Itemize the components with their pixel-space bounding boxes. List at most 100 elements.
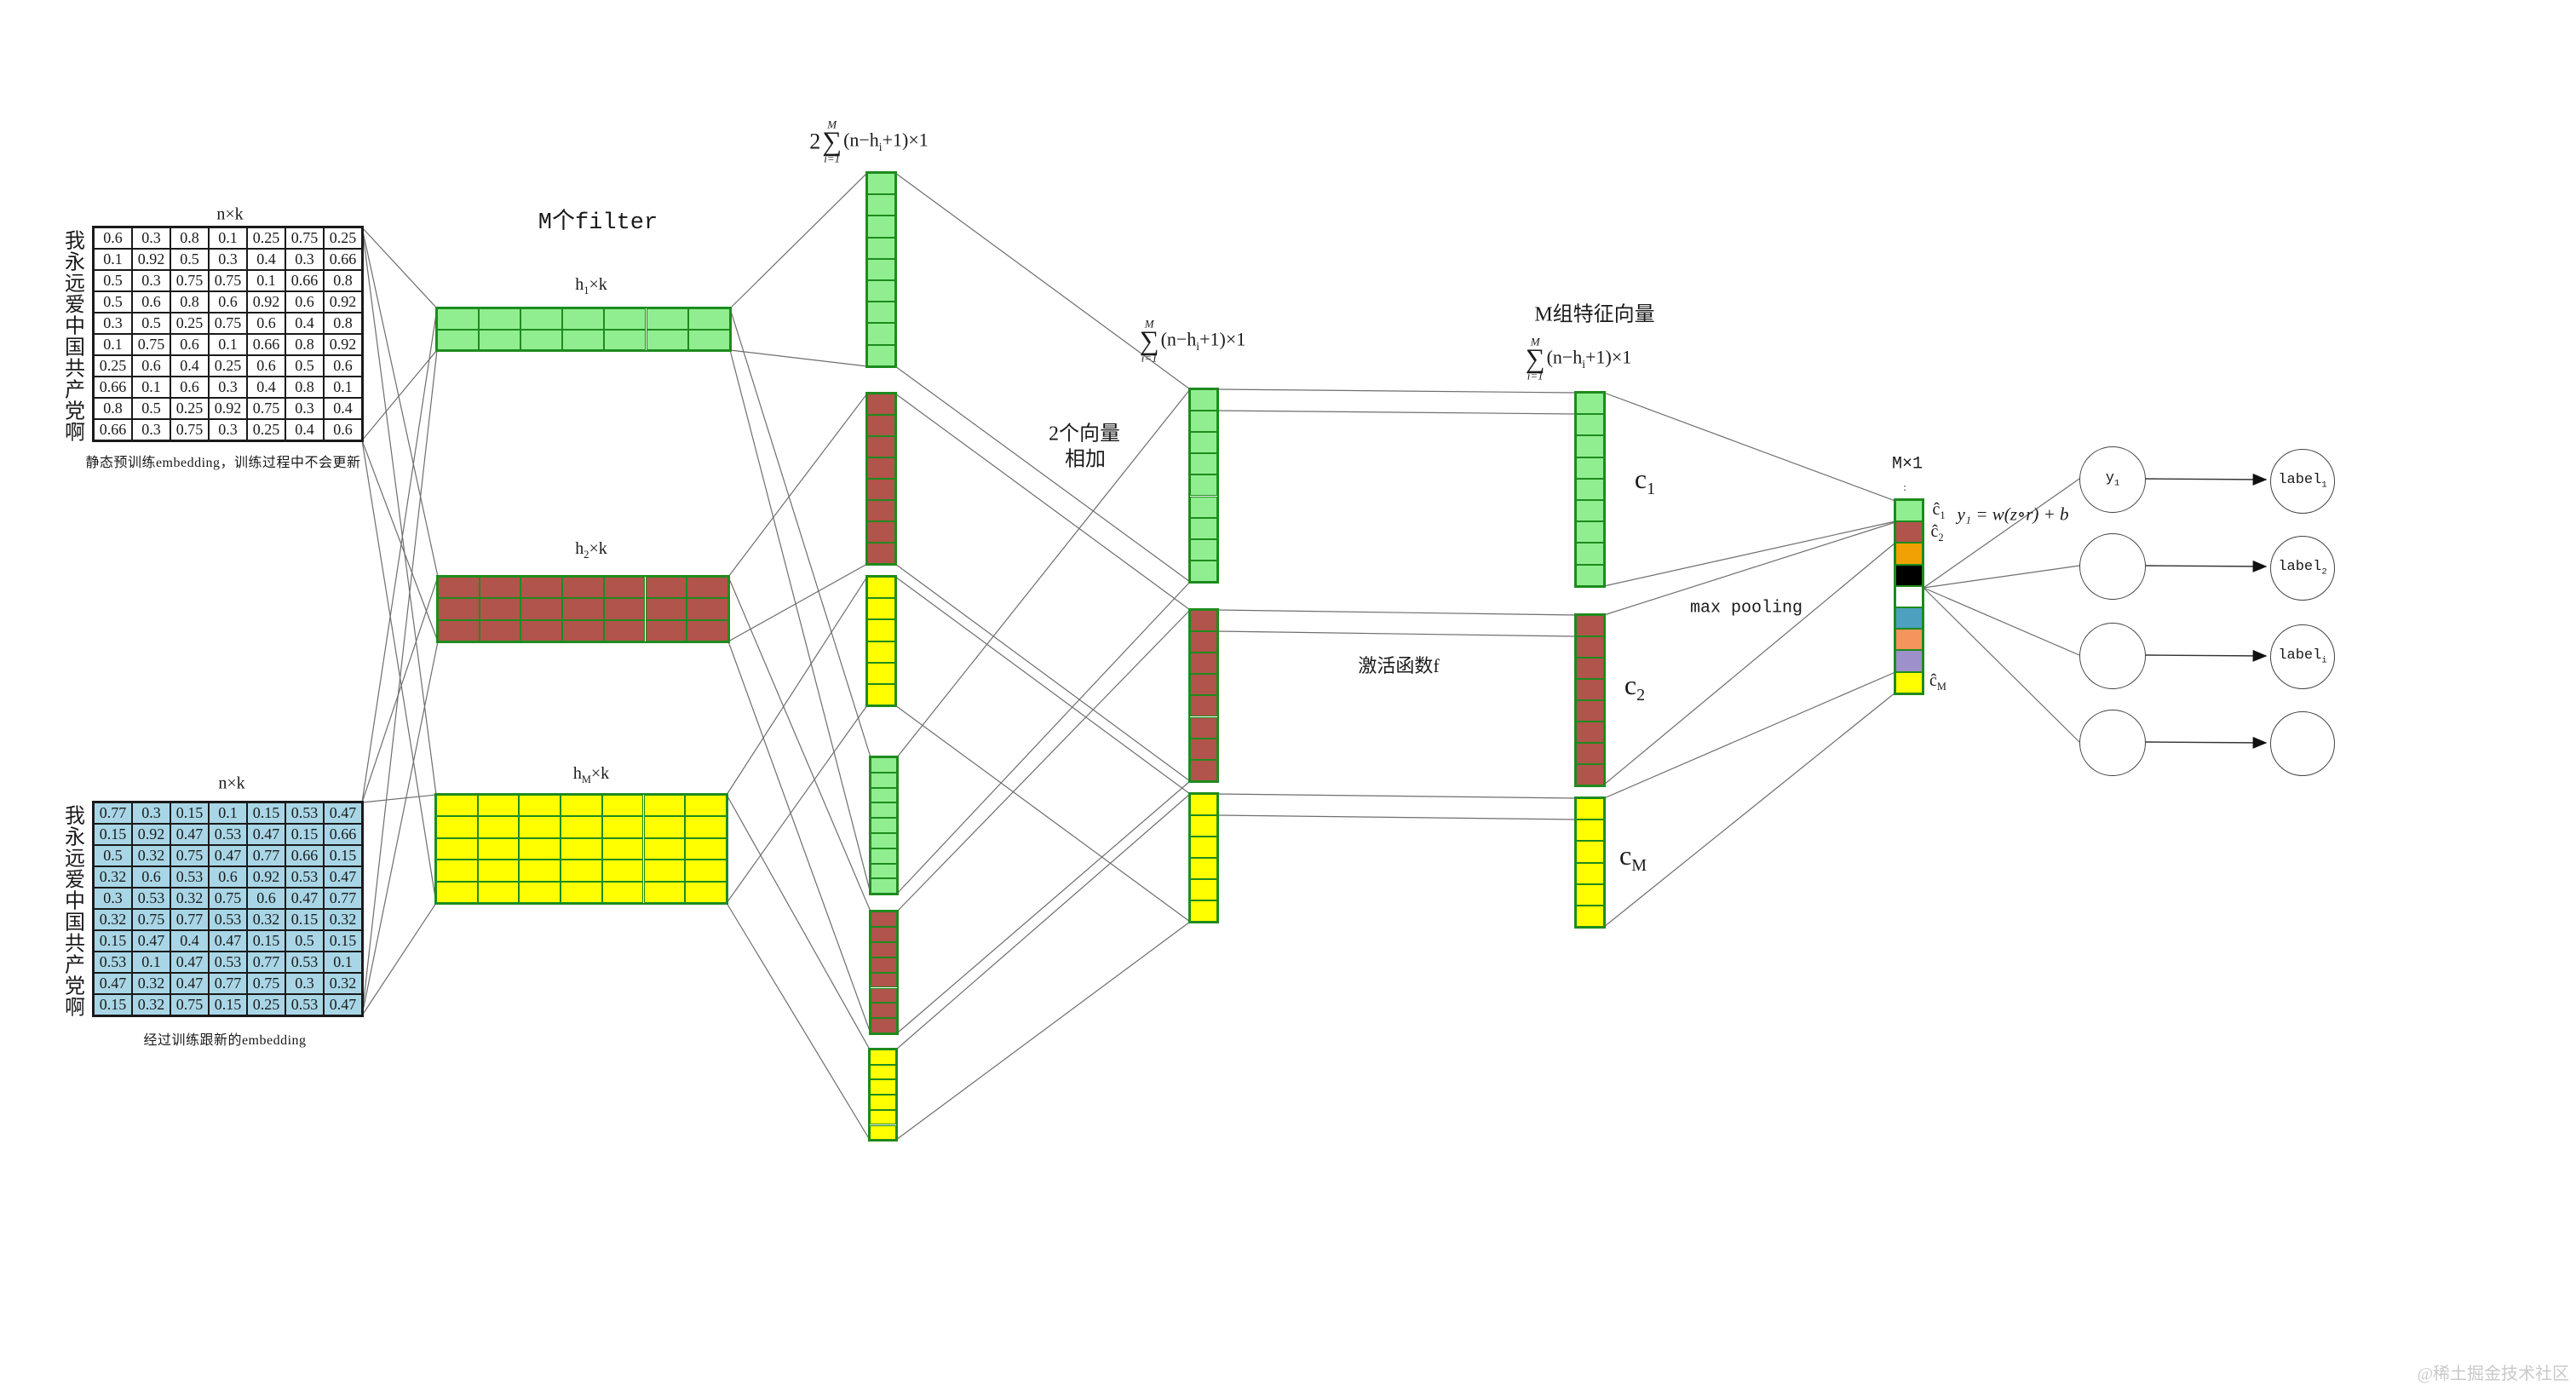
vector-cell bbox=[479, 308, 521, 330]
vector-cell bbox=[1576, 564, 1604, 586]
vector-cell bbox=[867, 258, 895, 280]
matrix-cell: 0.4 bbox=[285, 313, 324, 334]
vector-cell bbox=[867, 194, 895, 216]
matrix-cell: 0.75 bbox=[209, 313, 247, 334]
matrix-cell: 0.53 bbox=[285, 802, 324, 824]
vector-cell bbox=[871, 757, 897, 773]
vector-cell bbox=[436, 816, 478, 838]
matrix-cell: 0.25 bbox=[170, 398, 209, 419]
vector-cell bbox=[561, 837, 602, 860]
filter2-label: h2×k bbox=[575, 539, 607, 561]
feature-maps-dim-label: 2 M∑i=1 (n−hi+1)×1 bbox=[809, 118, 929, 165]
matrix-cell: 0.47 bbox=[209, 930, 247, 952]
matrix-cell: 0.25 bbox=[247, 227, 285, 249]
matrix-cell: 0.4 bbox=[170, 355, 209, 377]
trained-matrix-dim-label: n×k bbox=[218, 774, 245, 793]
vector-cell bbox=[1190, 674, 1217, 696]
vector-cell bbox=[438, 577, 480, 599]
vector-cell bbox=[1190, 560, 1217, 582]
matrix-cell: 0.66 bbox=[285, 270, 324, 291]
output-formula: y₁ = w(z∘r) + b bbox=[1957, 503, 2069, 525]
vector-cell bbox=[867, 457, 895, 479]
vector-cell bbox=[1190, 389, 1217, 411]
matrix-cell: 0.66 bbox=[285, 845, 324, 866]
vector-cell bbox=[1190, 538, 1217, 561]
matrix-cell: 0.47 bbox=[170, 952, 209, 973]
vector-cell bbox=[643, 795, 686, 817]
row-label: 产 bbox=[65, 954, 85, 976]
vector-cell bbox=[479, 598, 521, 620]
matrix-cell: 0.1 bbox=[209, 334, 247, 355]
output-node-4 bbox=[2079, 710, 2146, 776]
vector-cell bbox=[1190, 815, 1217, 837]
matrix-cell: 0.15 bbox=[209, 994, 247, 1015]
vector-cell bbox=[1895, 543, 1923, 565]
matrix-cell: 0.32 bbox=[132, 994, 170, 1015]
matrix-cell: 0.66 bbox=[324, 249, 362, 270]
matrix-cell: 0.8 bbox=[285, 377, 324, 398]
vector-cell bbox=[520, 308, 563, 330]
matrix-cell: 0.53 bbox=[285, 866, 324, 888]
row-label: 远 bbox=[65, 848, 85, 870]
vector-cell bbox=[1576, 414, 1604, 436]
vector-cell bbox=[645, 619, 687, 641]
vector-cell bbox=[1576, 615, 1604, 636]
row-label: 中 bbox=[65, 890, 85, 912]
vector-cell bbox=[520, 577, 563, 599]
matrix-cell: 0.15 bbox=[285, 824, 324, 845]
matrix-cell: 0.4 bbox=[285, 419, 324, 440]
vector-cell bbox=[477, 881, 520, 903]
vector-cell bbox=[871, 772, 897, 788]
cM-label: cM bbox=[1619, 839, 1647, 876]
output-node-y1: y1 bbox=[2079, 446, 2146, 513]
matrix-cell: 0.5 bbox=[132, 313, 170, 334]
vector-cell bbox=[871, 912, 897, 927]
vector-cell bbox=[867, 394, 895, 415]
matrix-cell: 0.92 bbox=[247, 866, 285, 888]
vector-cell bbox=[438, 598, 480, 620]
vector-cell bbox=[601, 795, 644, 817]
feature-vector-c1 bbox=[1574, 391, 1606, 588]
vector-cell bbox=[437, 308, 480, 330]
activation-label: 激活函数f bbox=[1358, 655, 1440, 676]
vector-cell bbox=[643, 860, 686, 882]
trained-matrix-caption: 经过训练跟新的embedding bbox=[143, 1033, 307, 1048]
vector-cell bbox=[645, 577, 687, 599]
feature-vector-cM bbox=[1574, 797, 1606, 929]
filter-h2 bbox=[436, 575, 730, 643]
matrix-cell: 0.6 bbox=[132, 355, 170, 377]
feature-map-1-green bbox=[865, 171, 897, 368]
matrix-cell: 0.53 bbox=[285, 952, 324, 973]
matrix-cell: 0.32 bbox=[132, 845, 170, 866]
vector-cell bbox=[871, 787, 897, 803]
vector-cell bbox=[867, 302, 895, 324]
matrix-cell: 0.47 bbox=[94, 973, 132, 994]
matrix-cell: 0.75 bbox=[170, 270, 209, 291]
matrix-cell: 0.3 bbox=[285, 249, 324, 270]
summed-vector-green bbox=[1188, 388, 1219, 584]
matrix-cell: 0.1 bbox=[324, 952, 362, 973]
matrix-cell: 0.77 bbox=[324, 888, 362, 909]
vector-cell bbox=[604, 308, 647, 330]
vector-cell bbox=[645, 598, 687, 620]
row-label: 产 bbox=[65, 379, 85, 401]
matrix-cell: 0.6 bbox=[170, 334, 209, 355]
vector-cell bbox=[643, 837, 686, 860]
vector-cell bbox=[520, 619, 563, 641]
matrix-cell: 0.75 bbox=[170, 845, 209, 866]
matrix-cell: 0.53 bbox=[132, 888, 170, 909]
feature-map-1-red bbox=[865, 392, 897, 566]
vector-cell bbox=[871, 863, 897, 879]
matrix-cell: 0.15 bbox=[247, 802, 285, 824]
vector-cell bbox=[477, 795, 520, 817]
vector-cell bbox=[687, 577, 728, 599]
vector-cell bbox=[871, 987, 897, 1004]
vector-cell bbox=[871, 1018, 897, 1034]
vector-cell bbox=[867, 344, 895, 366]
feature-map-1-yellow bbox=[865, 575, 897, 708]
matrix-cell: 0.32 bbox=[94, 909, 132, 930]
vector-cell bbox=[1190, 858, 1217, 879]
